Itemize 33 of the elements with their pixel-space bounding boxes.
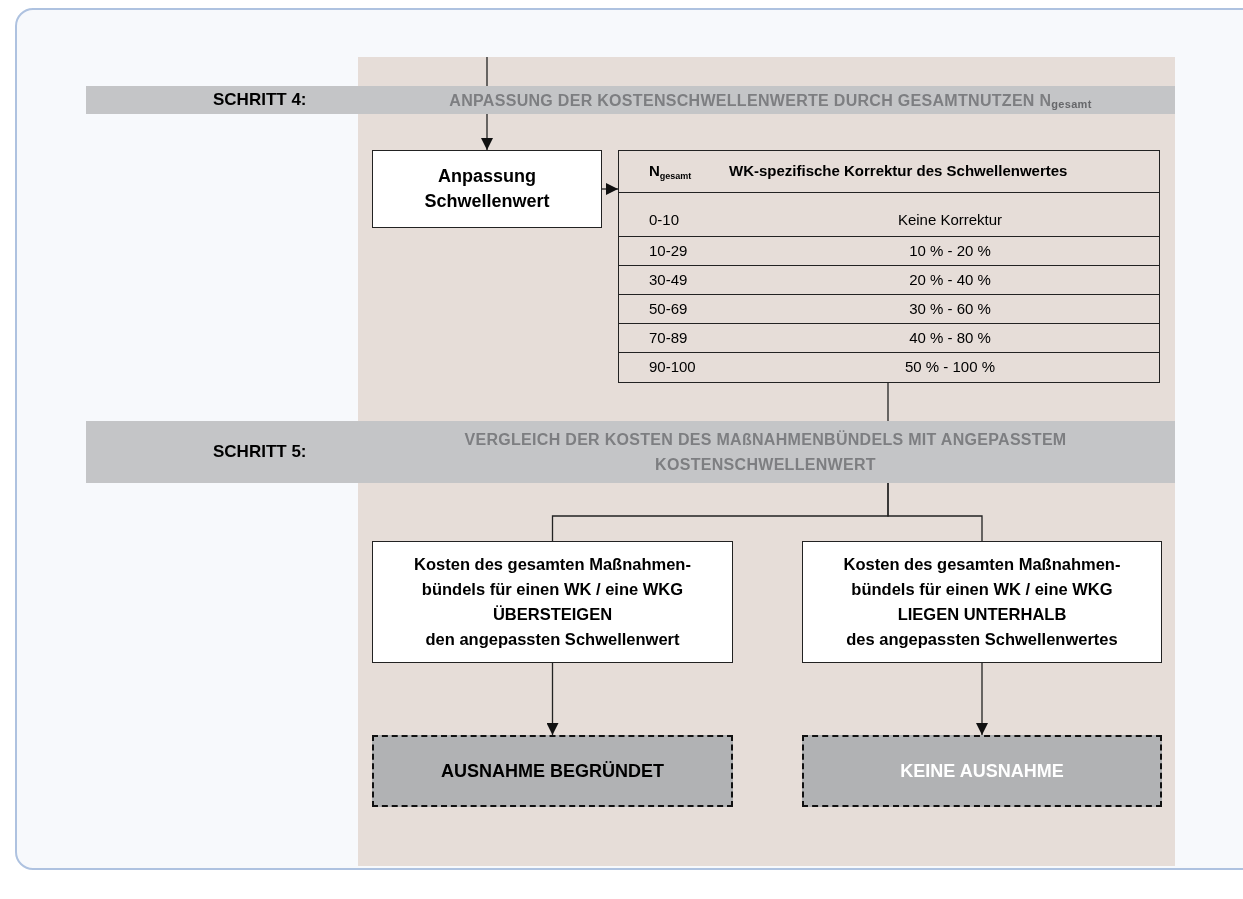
arrow [546, 662, 559, 736]
result-box: AUSNAHME BEGRÜNDET [372, 735, 733, 807]
table-cell-text: 30 % - 60 % [908, 298, 992, 319]
arrow [976, 662, 988, 736]
connector-line [887, 482, 983, 542]
table-cell-text: 20 % - 40 % [908, 269, 992, 290]
table-cell-text: 50 % - 100 % [903, 357, 997, 378]
step-band [86, 86, 1175, 114]
table-cell-text: 10-29 [649, 240, 689, 261]
arrow [601, 183, 619, 195]
connector-line [486, 56, 488, 87]
table-cell-text: 90-100 [649, 357, 697, 378]
table-cell-text: 10 % - 20 % [908, 240, 992, 261]
step-band [86, 421, 1175, 483]
step-label: SCHRITT 4: [213, 89, 307, 112]
correction-table [618, 150, 1160, 383]
table-cell-text: Keine Korrektur [896, 210, 1004, 231]
step-title: ANPASSUNG DER KOSTENSCHWELLENWERTE DURCH GESAMTNUTZEN N$_{gesamt}$ [448, 90, 1093, 113]
condition-box: Kosten des gesamten Maßnahmen-bündels für einen WK / eine WKG LIEGEN UNTERHALB des angepassten Schwellenwertes [802, 541, 1162, 663]
connector-line [887, 382, 889, 422]
table-cell-text: 50-69 [649, 298, 689, 319]
table-cell-text: 30-49 [649, 269, 689, 290]
step-label: SCHRITT 5: [213, 441, 307, 464]
arrow [481, 113, 493, 151]
table-cell-text: 0-10 [649, 210, 681, 231]
step-title: VERGLEICH DER KOSTEN DES MAßNAHMENBÜNDELS MIT ANGEPASSTEM KOSTENSCHWELLENWERT [463, 429, 1068, 475]
condition-box: Kosten des gesamten Maßnahmen-bündels für einen WK / eine WKG ÜBERSTEIGEN den angepassten Schwellenwert [372, 541, 733, 663]
table-header-cell-text: N$_{gesamt}$ [649, 161, 693, 183]
table-header-cell-text: WK-spezifische Korrektur des Schwellenwertes [729, 161, 1068, 182]
process-box: Anpassung Schwellenwert [372, 150, 602, 228]
table-cell-text: 40 % - 80 % [908, 327, 992, 348]
table-cell-text: 70-89 [649, 327, 689, 348]
result-box: KEINE AUSNAHME [802, 735, 1162, 807]
